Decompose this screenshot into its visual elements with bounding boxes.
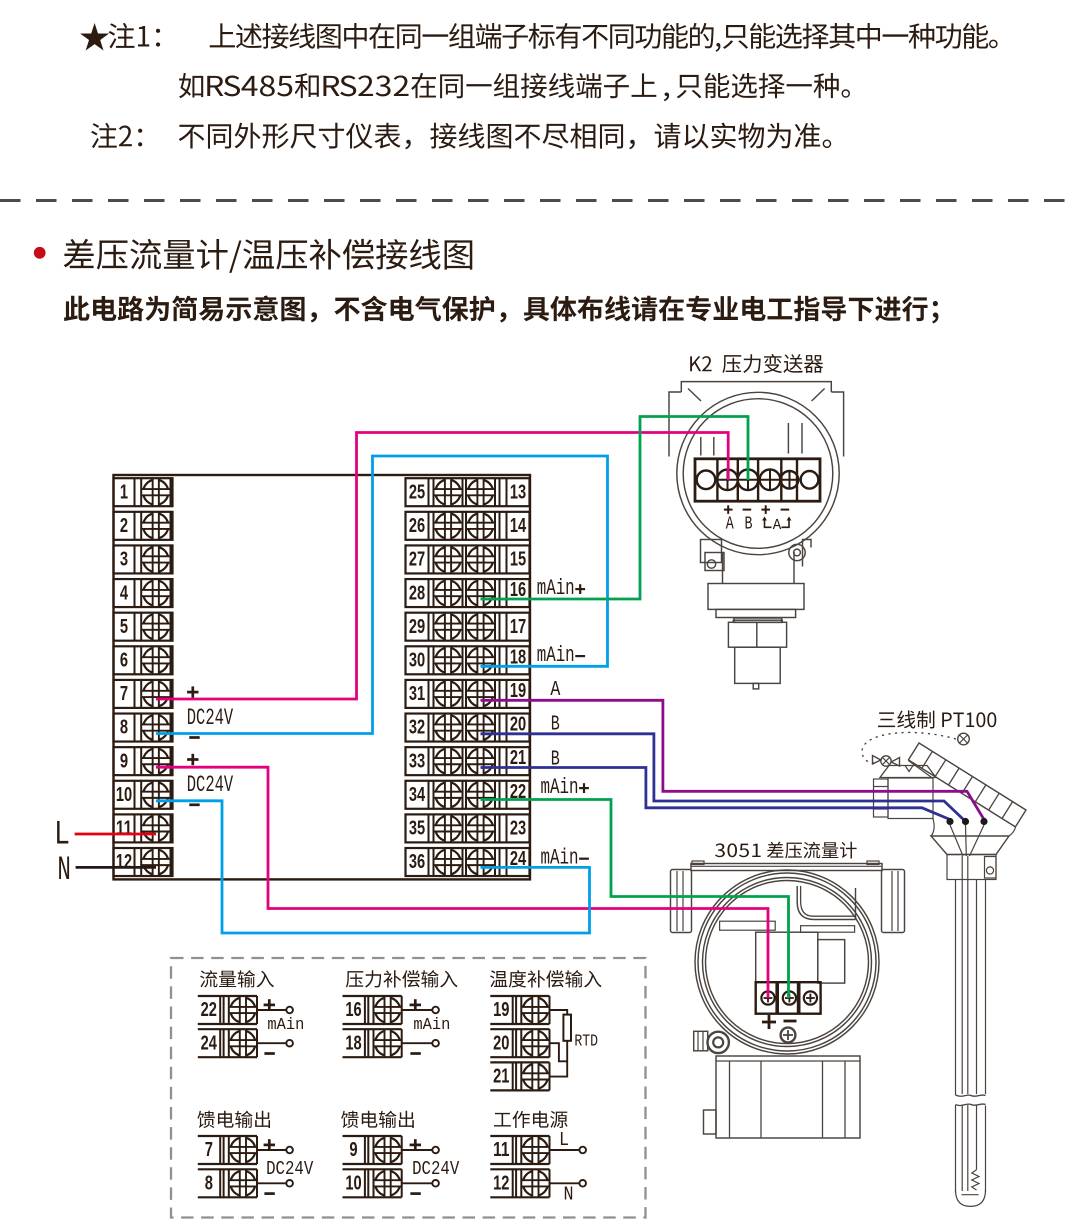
- svg-text:10: 10: [116, 783, 132, 806]
- svg-text:B: B: [551, 748, 560, 772]
- svg-text:16: 16: [510, 578, 526, 601]
- svg-text:23: 23: [510, 817, 526, 840]
- svg-text:mAin: mAin: [541, 775, 579, 800]
- svg-text:DC24V: DC24V: [187, 705, 233, 732]
- svg-text:31: 31: [409, 682, 425, 705]
- svg-text:29: 29: [409, 615, 425, 638]
- svg-text:A: A: [773, 518, 782, 534]
- svg-text:B: B: [551, 713, 560, 737]
- svg-text:20: 20: [493, 1031, 509, 1054]
- svg-text:DC24V: DC24V: [266, 1158, 313, 1180]
- svg-text:11: 11: [493, 1138, 509, 1161]
- svg-text:12: 12: [116, 850, 132, 873]
- svg-text:11: 11: [116, 817, 132, 840]
- svg-text:33: 33: [409, 749, 425, 772]
- svg-text:20: 20: [510, 713, 526, 736]
- svg-text:mAin: mAin: [413, 1015, 450, 1034]
- svg-text:15: 15: [510, 548, 526, 571]
- svg-text:7: 7: [120, 682, 128, 705]
- svg-text:35: 35: [409, 817, 425, 840]
- svg-text:1: 1: [120, 480, 128, 503]
- svg-text:9: 9: [120, 749, 128, 772]
- svg-text:13: 13: [510, 480, 526, 503]
- svg-text:27: 27: [409, 548, 425, 571]
- svg-text:19: 19: [510, 679, 526, 702]
- svg-text:9: 9: [349, 1138, 357, 1161]
- svg-text:21: 21: [493, 1065, 509, 1088]
- svg-text:4: 4: [120, 581, 129, 604]
- svg-text:36: 36: [409, 850, 425, 873]
- svg-text:DC24V: DC24V: [187, 772, 233, 799]
- svg-text:B: B: [745, 514, 753, 534]
- svg-text:8: 8: [120, 716, 128, 739]
- svg-text:17: 17: [510, 615, 526, 638]
- svg-text:28: 28: [409, 581, 425, 604]
- svg-text:A: A: [726, 514, 734, 534]
- svg-text:12: 12: [493, 1172, 509, 1195]
- svg-text:7: 7: [205, 1138, 213, 1161]
- svg-text:22: 22: [510, 780, 526, 803]
- svg-text:6: 6: [120, 649, 128, 672]
- svg-text:A: A: [550, 678, 560, 702]
- svg-text:mAin: mAin: [267, 1015, 304, 1034]
- svg-text:mAin: mAin: [537, 643, 575, 668]
- svg-text:30: 30: [409, 649, 425, 672]
- svg-text:16: 16: [345, 998, 361, 1021]
- svg-text:26: 26: [409, 514, 425, 537]
- svg-text:N: N: [57, 852, 71, 890]
- svg-text:mAin: mAin: [537, 576, 575, 601]
- svg-text:L: L: [559, 1129, 569, 1151]
- svg-text:RTD: RTD: [574, 1032, 598, 1051]
- svg-text:18: 18: [345, 1031, 361, 1054]
- svg-text:24: 24: [510, 847, 527, 870]
- svg-text:2: 2: [120, 514, 128, 537]
- svg-text:10: 10: [345, 1172, 361, 1195]
- svg-text:25: 25: [409, 480, 425, 503]
- svg-text:L: L: [54, 816, 70, 854]
- svg-text:21: 21: [510, 746, 526, 769]
- svg-text:8: 8: [205, 1172, 213, 1195]
- svg-text:DC24V: DC24V: [412, 1158, 459, 1180]
- svg-text:32: 32: [409, 716, 425, 739]
- svg-text:N: N: [564, 1184, 574, 1206]
- svg-text:34: 34: [409, 783, 426, 806]
- svg-text:22: 22: [201, 998, 217, 1021]
- svg-text:5: 5: [120, 615, 128, 638]
- svg-text:24: 24: [201, 1031, 218, 1054]
- svg-text:18: 18: [510, 645, 526, 668]
- svg-text:14: 14: [510, 514, 527, 537]
- svg-text:3: 3: [120, 548, 128, 571]
- svg-text:19: 19: [493, 998, 509, 1021]
